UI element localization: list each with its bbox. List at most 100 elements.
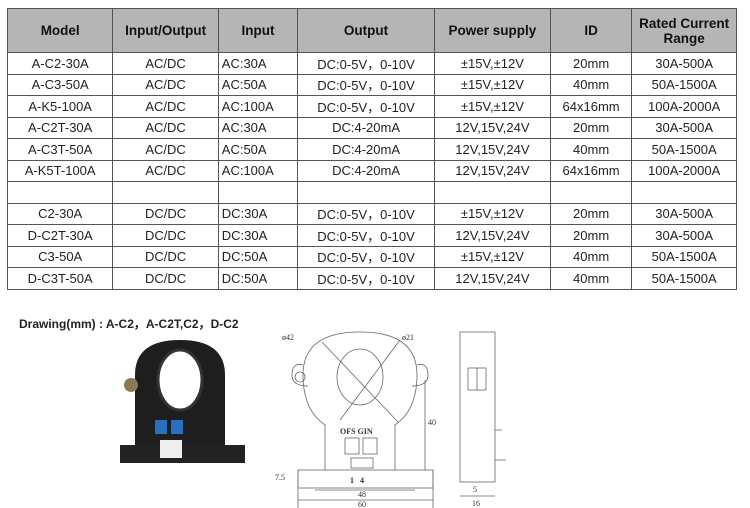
table-cell: ±15V,±12V xyxy=(433,52,551,75)
pin-label: 1 4 xyxy=(350,476,364,485)
table-cell: AC/DC xyxy=(112,52,219,75)
table-cell xyxy=(112,181,219,204)
width-60-label: 60 xyxy=(358,500,366,508)
table-cell: 64x16mm xyxy=(549,95,633,118)
table-cell: 50A-1500A xyxy=(631,73,737,96)
table-cell: DC:50A xyxy=(217,245,299,268)
column-header: Power supply xyxy=(433,8,551,53)
table-cell: AC/DC xyxy=(112,159,219,182)
table-cell: AC:30A xyxy=(217,116,299,139)
table-cell xyxy=(6,181,114,204)
table-cell xyxy=(433,181,551,204)
table-cell: 40mm xyxy=(549,138,633,161)
width-48-label: 48 xyxy=(358,490,366,499)
table-cell xyxy=(297,181,435,204)
table-cell: A-C3T-50A xyxy=(6,138,114,161)
table-cell: ±15V,±12V xyxy=(433,95,551,118)
table-cell: ±15V,±12V xyxy=(433,245,551,268)
diameter-42-label: ø42 xyxy=(282,333,294,342)
height-40-label: 40 xyxy=(428,418,436,427)
table-cell: DC:0-5V，0-10V xyxy=(297,267,435,290)
table-cell: 12V,15V,24V xyxy=(433,116,551,139)
column-header: Rated Current Range xyxy=(631,8,737,53)
table-cell: 30A-500A xyxy=(631,52,737,75)
diameter-21-label: ø21 xyxy=(402,333,414,342)
dimension-drawing: ø42 ø21 OFS GIN 40 7.5 1 4 48 60 5 16 xyxy=(275,331,506,508)
table-cell: D-C2T-30A xyxy=(6,224,114,247)
table-cell: 12V,15V,24V xyxy=(433,159,551,182)
table-cell: 20mm xyxy=(549,202,633,225)
table-cell: C2-30A xyxy=(6,202,114,225)
table-cell: 12V,15V,24V xyxy=(433,224,551,247)
table-cell: 40mm xyxy=(549,267,633,290)
ofs-gin-label: OFS GIN xyxy=(340,427,373,436)
table-cell: DC/DC xyxy=(112,267,219,290)
table-cell: 50A-1500A xyxy=(631,138,737,161)
table-cell: 40mm xyxy=(549,73,633,96)
table-cell: DC:4-20mA xyxy=(297,116,435,139)
table-row xyxy=(6,181,737,204)
table-cell: AC:100A xyxy=(217,159,299,182)
table-cell: DC:0-5V，0-10V xyxy=(297,224,435,247)
table-cell: A-C2-30A xyxy=(6,52,114,75)
table-cell: 100A-2000A xyxy=(631,95,737,118)
table-cell: D-C3T-50A xyxy=(6,267,114,290)
table-cell: AC/DC xyxy=(112,73,219,96)
table-cell: AC:100A xyxy=(217,95,299,118)
table-cell: 20mm xyxy=(549,224,633,247)
width-5-label: 5 xyxy=(473,485,477,494)
column-header: ID xyxy=(549,8,633,53)
table-cell: DC:4-20mA xyxy=(297,159,435,182)
table-cell xyxy=(217,181,299,204)
table-cell xyxy=(549,181,633,204)
table-cell: 64x16mm xyxy=(549,159,633,182)
table-cell: A-C3-50A xyxy=(6,73,114,96)
column-header: Model xyxy=(6,8,114,53)
column-header: Output xyxy=(297,8,435,53)
table-cell: 40mm xyxy=(549,245,633,268)
table-cell: DC/DC xyxy=(112,224,219,247)
table-cell: AC:30A xyxy=(217,52,299,75)
table-cell: 30A-500A xyxy=(631,202,737,225)
table-cell: C3-50A xyxy=(6,245,114,268)
table-cell: ±15V,±12V xyxy=(433,73,551,96)
table-cell: DC/DC xyxy=(112,245,219,268)
width-16-label: 16 xyxy=(472,499,480,508)
table-cell: 12V,15V,24V xyxy=(433,138,551,161)
table-cell: 30A-500A xyxy=(631,224,737,247)
table-cell: AC:50A xyxy=(217,73,299,96)
column-header: Input xyxy=(217,8,299,53)
table-cell: 100A-2000A xyxy=(631,159,737,182)
table-cell: 12V,15V,24V xyxy=(433,267,551,290)
drawing-title: Drawing(mm) : A-C2，A-C2T,C2，D-C2 xyxy=(19,317,239,331)
table-cell xyxy=(631,181,737,204)
table-cell: 50A-1500A xyxy=(631,245,737,268)
table-cell: DC:0-5V，0-10V xyxy=(297,95,435,118)
table-cell: DC:50A xyxy=(217,267,299,290)
sensor-photo xyxy=(120,340,245,463)
table-cell: A-C2T-30A xyxy=(6,116,114,139)
table-cell: 20mm xyxy=(549,116,633,139)
table-cell: AC/DC xyxy=(112,116,219,139)
table-cell: 30A-500A xyxy=(631,116,737,139)
table-cell: DC:0-5V，0-10V xyxy=(297,52,435,75)
table-cell: DC:30A xyxy=(217,202,299,225)
table-cell: AC/DC xyxy=(112,95,219,118)
table-cell: DC:0-5V，0-10V xyxy=(297,202,435,225)
table-cell: DC:30A xyxy=(217,224,299,247)
table-cell: ±15V,±12V xyxy=(433,202,551,225)
height-7-5-label: 7.5 xyxy=(275,473,285,482)
table-cell: A-K5T-100A xyxy=(6,159,114,182)
column-header: Input/Output xyxy=(112,8,219,53)
table-cell: AC:50A xyxy=(217,138,299,161)
